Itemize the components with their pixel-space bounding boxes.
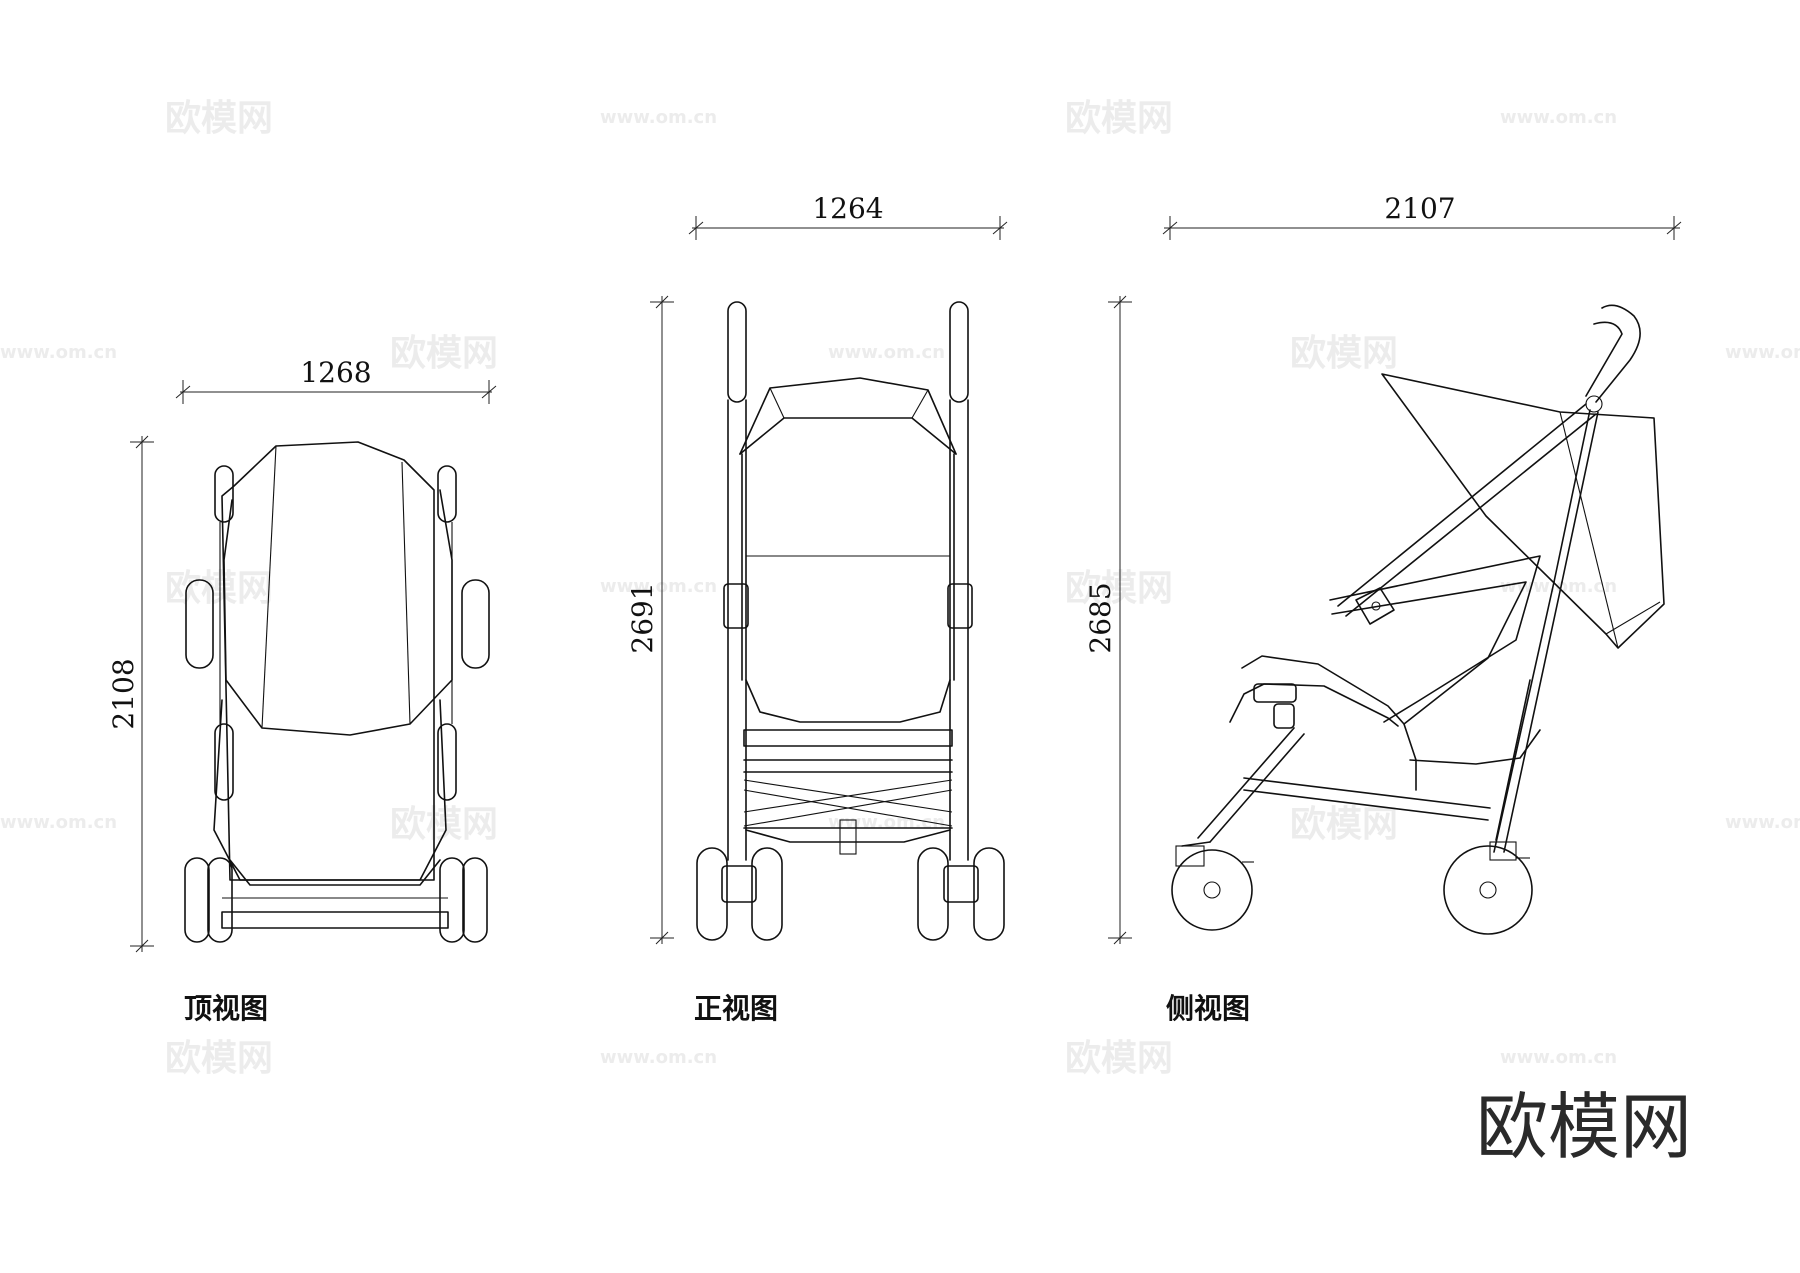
side-height-dimension: 2685 xyxy=(1084,295,1132,945)
watermark-url: www.om.cn xyxy=(600,1047,717,1068)
front-height-label: 2691 xyxy=(626,582,659,653)
watermark-url: www.om.cn xyxy=(1500,107,1617,128)
watermark-brand: 欧模网 xyxy=(165,98,273,139)
top-view-caption: 顶视图 xyxy=(184,992,268,1025)
background-watermarks: 欧模网 www.om.cn 欧模网 www.om.cn www.om.cn 欧模… xyxy=(0,98,1800,1079)
watermark-brand: 欧模网 xyxy=(390,804,498,845)
watermark-brand: 欧模网 xyxy=(1065,568,1173,609)
side-view: 2107 2685 xyxy=(1084,192,1682,1025)
top-height-dimension: 2108 xyxy=(107,435,154,953)
side-width-dimension: 2107 xyxy=(1162,192,1682,240)
side-stroller-outline xyxy=(1171,304,1665,935)
front-view: 1264 2691 xyxy=(626,192,1008,1025)
front-width-dimension: 1264 xyxy=(688,192,1008,240)
brand-watermark: 欧模网 xyxy=(1476,1085,1692,1169)
top-view: 1268 2108 xyxy=(107,356,497,1025)
front-width-label: 1264 xyxy=(812,192,883,225)
top-width-label: 1268 xyxy=(300,356,371,389)
front-view-caption: 正视图 xyxy=(694,992,778,1025)
side-view-caption: 侧视图 xyxy=(1166,992,1250,1025)
watermark-url: www.om.cn xyxy=(1725,342,1800,363)
watermark-url: www.om.cn xyxy=(828,342,945,363)
top-stroller-outline xyxy=(184,441,490,943)
side-height-label: 2685 xyxy=(1084,582,1117,653)
watermark-brand: 欧模网 xyxy=(165,568,273,609)
watermark-brand: 欧模网 xyxy=(1065,1038,1173,1079)
watermark-url: www.om.cn xyxy=(600,107,717,128)
watermark-brand: 欧模网 xyxy=(1290,804,1398,845)
watermark-brand: 欧模网 xyxy=(165,1038,273,1079)
top-height-label: 2108 xyxy=(107,658,140,729)
front-stroller-outline xyxy=(696,301,1005,941)
watermark-url: www.om.cn xyxy=(1500,1047,1617,1068)
watermark-url: www.om.cn xyxy=(0,812,117,833)
watermark-brand: 欧模网 xyxy=(390,333,498,374)
watermark-brand: 欧模网 xyxy=(1065,98,1173,139)
front-height-dimension: 2691 xyxy=(626,295,674,945)
watermark-url: www.om.cn xyxy=(0,342,117,363)
top-width-dimension: 1268 xyxy=(175,356,497,404)
watermark-url: www.om.cn xyxy=(1725,812,1800,833)
side-width-label: 2107 xyxy=(1384,192,1455,225)
watermark-brand: 欧模网 xyxy=(1290,333,1398,374)
watermark-url: www.om.cn xyxy=(600,576,717,597)
